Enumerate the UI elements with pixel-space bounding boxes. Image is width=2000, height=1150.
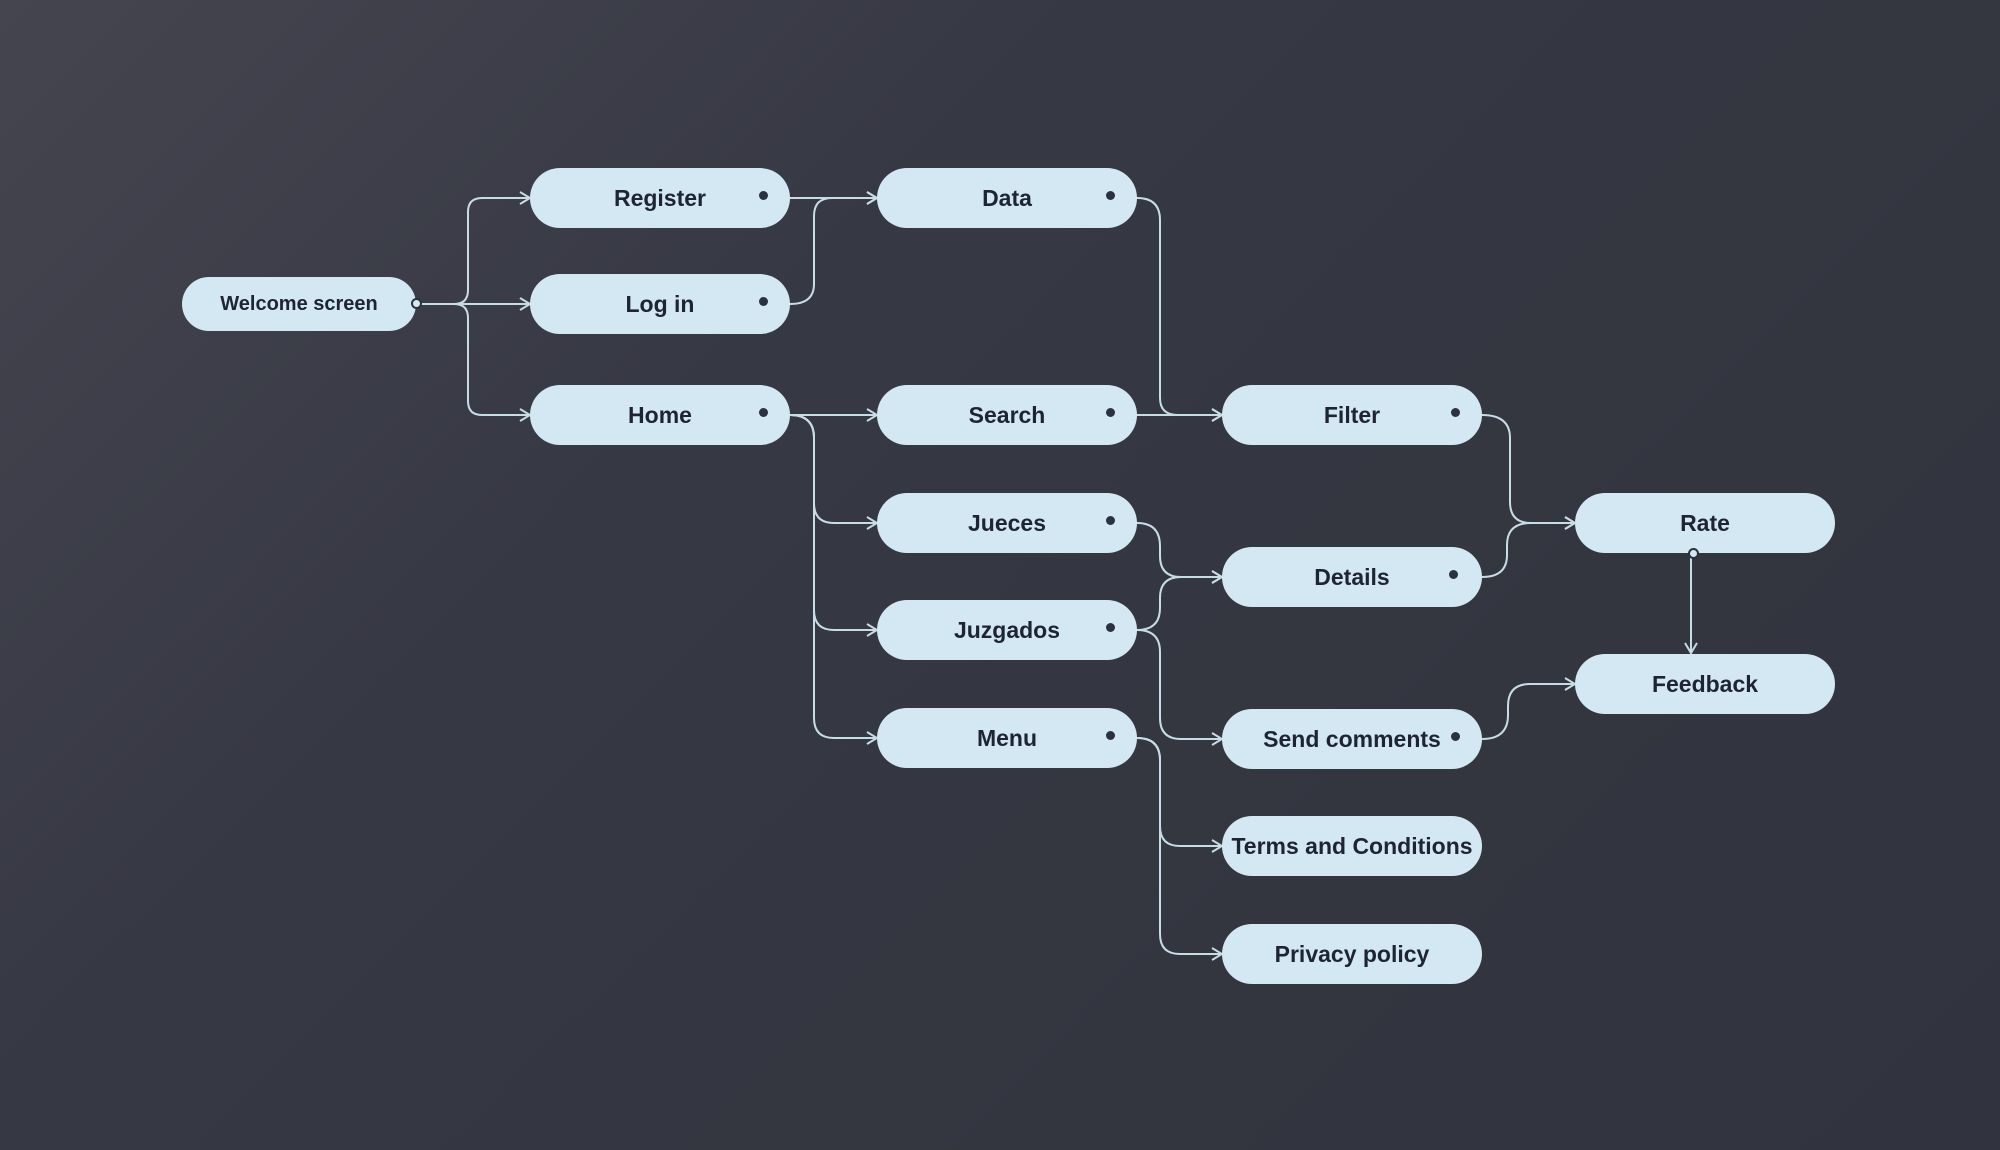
node-label: Filter — [1323, 401, 1381, 428]
node-dot — [1451, 408, 1460, 417]
node-label: Log in — [625, 290, 695, 317]
node-label: Welcome screen — [220, 292, 378, 315]
node-label: Send comments — [1263, 725, 1441, 752]
node-label: Terms and Conditions — [1231, 832, 1473, 859]
node-feedback[interactable]: Feedback — [1575, 654, 1835, 714]
node-dot — [1106, 191, 1115, 200]
node-juzgados[interactable]: Juzgados — [877, 600, 1137, 660]
node-dot — [1449, 570, 1458, 579]
connector-welcome-home — [415, 303, 532, 422]
node-terms-and-conditions[interactable]: Terms and Conditions — [1222, 816, 1482, 876]
node-register[interactable]: Register — [530, 168, 790, 228]
node-label: Home — [628, 401, 692, 428]
connector-data-filter — [1136, 197, 1224, 422]
node-dot — [1106, 516, 1115, 525]
node-search[interactable]: Search — [877, 385, 1137, 445]
connector-menu-privacy — [1136, 737, 1224, 961]
node-dot — [759, 408, 768, 417]
node-label: Feedback — [1651, 670, 1759, 697]
node-label: Register — [613, 184, 707, 211]
connector-welcome-register — [415, 191, 532, 305]
node-label: Juzgados — [953, 616, 1061, 643]
connector-handle — [411, 298, 422, 309]
node-dot — [759, 297, 768, 306]
connector-juzgados-details — [1136, 570, 1224, 631]
connector-menu-terms — [1136, 737, 1224, 853]
node-send-comments[interactable]: Send comments — [1222, 709, 1482, 769]
connector-details-rate — [1481, 516, 1577, 578]
connector-home-menu — [789, 414, 879, 745]
node-label: Menu — [976, 724, 1038, 751]
node-dot — [1106, 731, 1115, 740]
node-label: Privacy policy — [1274, 940, 1430, 967]
connector-jueces-details — [1136, 522, 1224, 584]
connector-login-data — [789, 191, 879, 305]
node-label: Rate — [1680, 509, 1730, 536]
node-home[interactable]: Home — [530, 385, 790, 445]
node-dot — [1106, 408, 1115, 417]
connector-filter-rate — [1481, 414, 1577, 530]
node-privacy-policy[interactable]: Privacy policy — [1222, 924, 1482, 984]
node-dot — [1106, 623, 1115, 632]
node-log-in[interactable]: Log in — [530, 274, 790, 334]
node-rate[interactable]: Rate — [1575, 493, 1835, 559]
node-details[interactable]: Details — [1222, 547, 1482, 607]
node-data[interactable]: Data — [877, 168, 1137, 228]
node-label: Details — [1314, 563, 1390, 590]
connector-home-jueces — [789, 414, 879, 530]
node-dot — [759, 191, 768, 200]
connector-handle — [1688, 548, 1699, 559]
node-filter[interactable]: Filter — [1222, 385, 1482, 445]
node-jueces[interactable]: Jueces — [877, 493, 1137, 553]
node-menu[interactable]: Menu — [877, 708, 1137, 768]
connector-juzgados-sendcomments — [1136, 629, 1224, 746]
connector-sendcomments-feedback — [1481, 677, 1577, 740]
node-dot — [1451, 732, 1460, 741]
node-label: Search — [968, 401, 1046, 428]
node-welcome-screen[interactable]: Welcome screen — [182, 277, 422, 331]
node-label: Jueces — [967, 509, 1046, 536]
node-label: Data — [982, 184, 1032, 211]
